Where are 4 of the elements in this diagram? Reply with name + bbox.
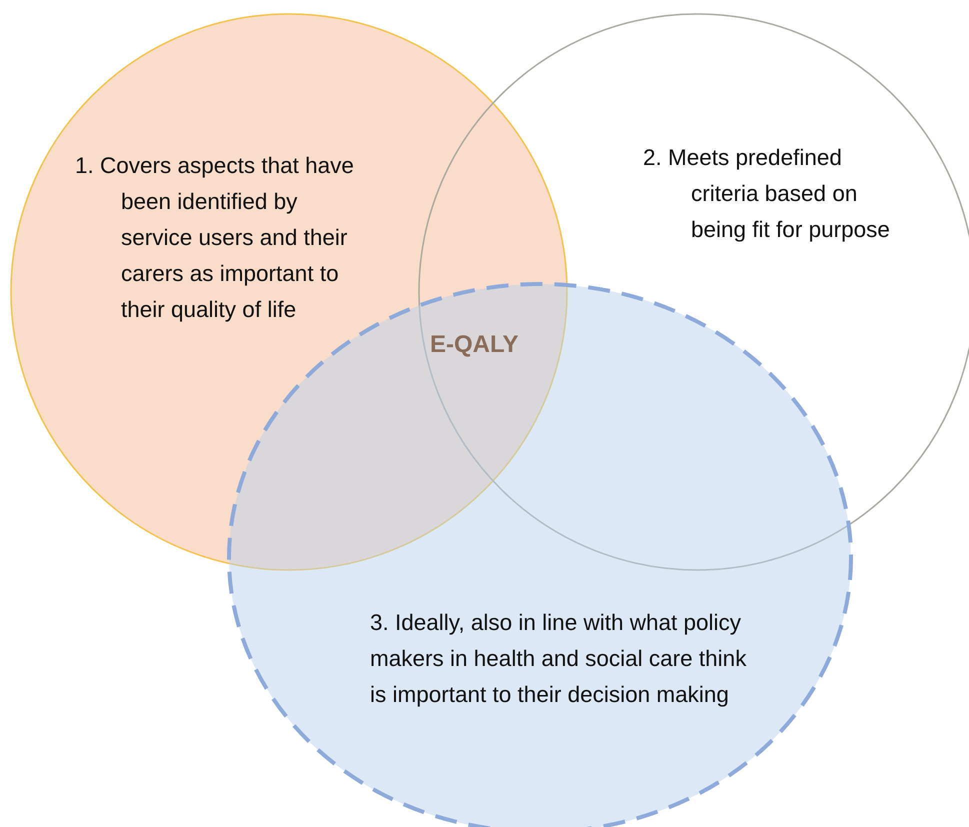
circle-text: 1. Covers aspects that have been identified by service users and their carers as important to their quality of life xyxy=(75,152,355,324)
circle-text: 2. Meets predefined criteria based on being fit for purpose xyxy=(643,144,891,244)
center-label: E-QALY xyxy=(430,331,518,359)
circle-text: 3. Ideally, also in line with what policy makers in health and social care think is important to their decision making xyxy=(370,609,748,709)
